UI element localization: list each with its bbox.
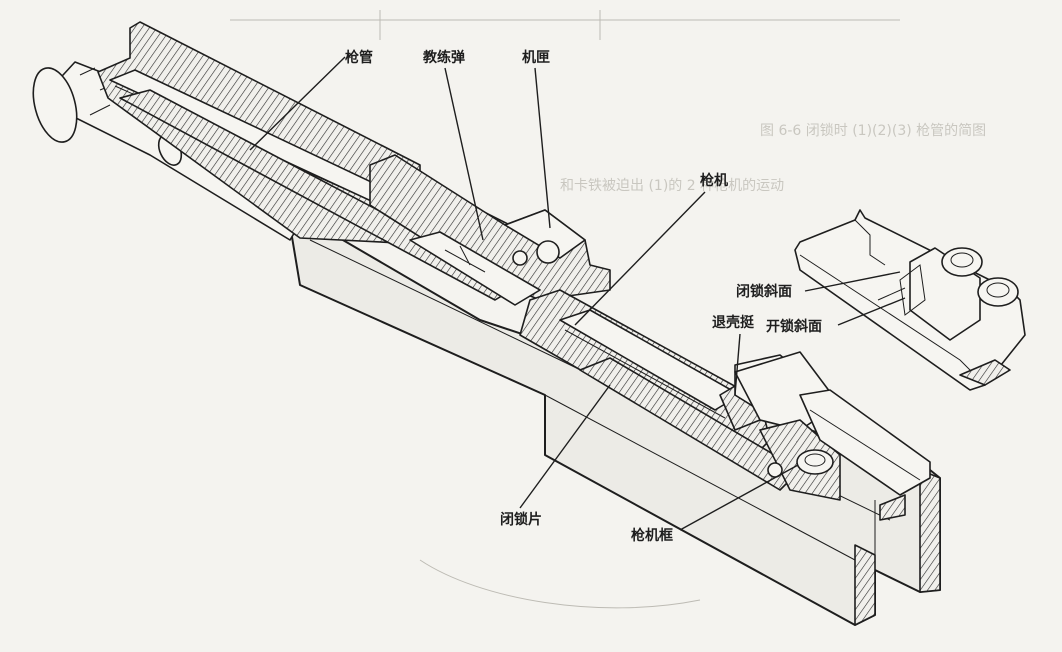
svg-text:开锁斜面: 开锁斜面 <box>766 318 822 335</box>
receiver-rail <box>799 389 931 521</box>
label-training-round: 教练弹 <box>423 49 484 241</box>
svg-text:闭锁片: 闭锁片 <box>500 511 542 528</box>
receiver-body <box>289 214 941 626</box>
label-locking-ramp: 闭锁斜面 <box>736 271 901 300</box>
svg-text:枪机框: 枪机框 <box>631 527 673 544</box>
label-ejector: 退壳挺 <box>712 314 755 396</box>
label-receiver: 机匣 <box>522 49 551 229</box>
svg-text:图 6-6 闭锁时 (1)(2)(3) 枪管的简图: 图 6-6 闭锁时 (1)(2)(3) 枪管的简图 <box>760 122 986 139</box>
svg-text:枪管: 枪管 <box>345 49 373 66</box>
training-round <box>409 231 541 306</box>
receiver-block <box>369 154 611 301</box>
svg-text:和卡铁被迫出 (1)的 2 种枪机的运动: 和卡铁被迫出 (1)的 2 种枪机的运动 <box>560 177 784 194</box>
svg-text:闭锁斜面: 闭锁斜面 <box>736 283 792 300</box>
label-bolt: 枪机 <box>574 172 728 326</box>
svg-text:教练弹: 教练弹 <box>423 49 465 66</box>
svg-text:退壳挺: 退壳挺 <box>712 314 755 331</box>
background-bleed-through: 图 6-6 闭锁时 (1)(2)(3) 枪管的简图 和卡铁被迫出 (1)的 2 … <box>230 10 986 609</box>
svg-text:机匣: 机匣 <box>522 49 550 66</box>
inset-bolt-detail <box>794 209 1026 391</box>
label-bolt-carrier: 枪机框 <box>631 464 799 544</box>
svg-text:枪机: 枪机 <box>700 172 728 189</box>
label-unlocking-ramp: 开锁斜面 <box>766 297 906 335</box>
label-locking-lug: 闭锁片 <box>500 384 611 528</box>
label-barrel: 枪管 <box>249 49 373 151</box>
